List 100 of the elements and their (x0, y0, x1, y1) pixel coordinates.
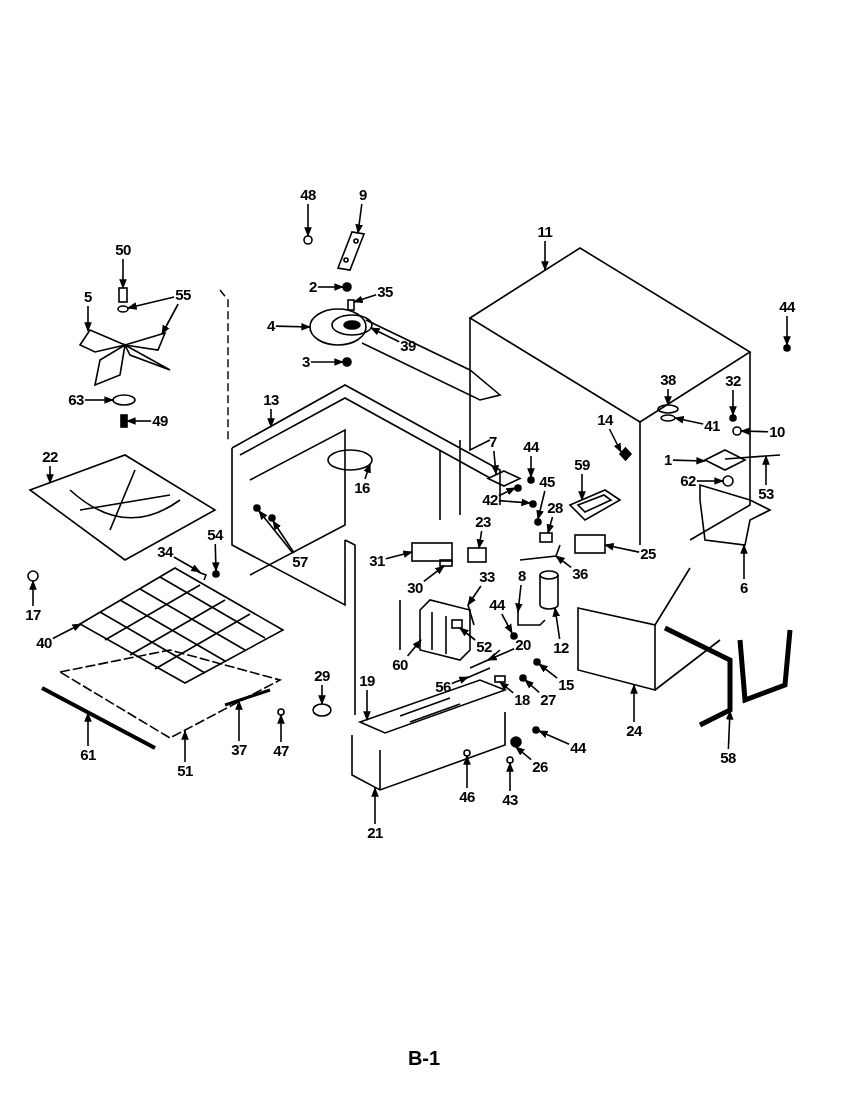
leader-line (161, 303, 179, 335)
callout-number: 37 (231, 742, 247, 758)
callout-number: 19 (359, 673, 375, 689)
screw (527, 476, 535, 484)
callout-number: 26 (532, 759, 548, 775)
callout-number: 34 (157, 544, 173, 560)
leader-line (272, 520, 295, 554)
leader-line (371, 787, 379, 825)
callout-number: 56 (435, 679, 451, 695)
leader-line (235, 700, 243, 742)
bushing (660, 414, 676, 422)
leader-line (355, 203, 363, 234)
leader-line (310, 358, 344, 366)
callout-number: 22 (42, 449, 58, 465)
mounting-bracket (336, 231, 366, 271)
callout-number: 61 (80, 747, 96, 763)
callout-number: 33 (479, 569, 495, 585)
leader-line (258, 510, 294, 554)
leader-line (536, 490, 546, 520)
leader-line (126, 417, 152, 425)
callout-number: 18 (514, 692, 530, 708)
leader-line (491, 450, 499, 475)
leader-line (267, 408, 275, 428)
callout-number: 15 (558, 677, 574, 693)
callout-number: 62 (680, 473, 696, 489)
callout-number: 44 (779, 299, 795, 315)
washer (342, 282, 352, 292)
plate (57, 649, 283, 739)
callout-number: 14 (597, 412, 613, 428)
leader-line (29, 580, 37, 607)
nut (120, 414, 128, 428)
callout-number: 40 (36, 635, 52, 651)
capacitor (539, 570, 559, 610)
leader-line (524, 679, 540, 694)
callout-number: 28 (547, 500, 563, 516)
callout-number: 11 (537, 224, 553, 240)
callout-number: 43 (502, 792, 518, 808)
leader-line (451, 676, 469, 685)
leader-line (672, 456, 706, 465)
callout-number: 41 (704, 418, 720, 434)
screw (783, 344, 791, 352)
leader-line (363, 463, 371, 480)
drive-belt (309, 308, 502, 401)
leader-line (538, 663, 558, 679)
leader-line (608, 428, 622, 453)
callout-number: 45 (539, 474, 555, 490)
clip (494, 675, 506, 683)
callout-number: 39 (400, 338, 416, 354)
leader-line (499, 681, 514, 694)
leader-line (181, 730, 189, 763)
leader-line (304, 203, 312, 237)
lead-wire (724, 454, 781, 460)
leader-line (506, 762, 514, 792)
callout-number: 63 (68, 392, 84, 408)
leader-line (515, 746, 532, 761)
screw (212, 570, 220, 578)
foot (510, 736, 522, 748)
leader-line (674, 416, 704, 425)
screw (506, 756, 514, 764)
leader-line (552, 607, 561, 640)
grommet (657, 404, 679, 414)
callout-number: 44 (570, 740, 586, 756)
leader-line (459, 627, 476, 641)
callout-number: 42 (482, 492, 498, 508)
screw (534, 518, 542, 526)
leader-line (783, 315, 791, 346)
leader-line (406, 639, 422, 657)
callout-number: 38 (660, 372, 676, 388)
callout-number: 24 (626, 723, 642, 739)
leader-line (527, 455, 535, 478)
leader-line (173, 556, 201, 573)
callout-number: 53 (758, 486, 774, 502)
leader-line (385, 550, 413, 560)
leader-line (729, 389, 737, 416)
leader-line (52, 623, 82, 640)
leader-line (211, 543, 220, 572)
leader-line (463, 755, 471, 789)
callout-number: 51 (177, 763, 193, 779)
leader-line (317, 283, 344, 291)
leader-line (476, 530, 485, 549)
leader-line (664, 388, 672, 406)
leader-line (277, 714, 285, 743)
leader-line (762, 455, 770, 486)
clip (618, 446, 633, 462)
callout-number: 36 (572, 566, 588, 582)
cabinet-wrapper (468, 247, 752, 546)
callout-number: 13 (263, 392, 279, 408)
bar (41, 686, 156, 750)
callout-number: 21 (367, 825, 383, 841)
callout-number: 44 (489, 597, 505, 613)
screw (514, 484, 522, 492)
leader-line (363, 689, 371, 721)
callout-number: 55 (175, 287, 191, 303)
washer (117, 305, 129, 313)
leader-line (604, 543, 640, 553)
gasket (568, 489, 622, 521)
leader-line (725, 710, 734, 750)
leader-line (498, 498, 531, 507)
leader-line (740, 544, 748, 580)
leader-line (84, 396, 114, 404)
